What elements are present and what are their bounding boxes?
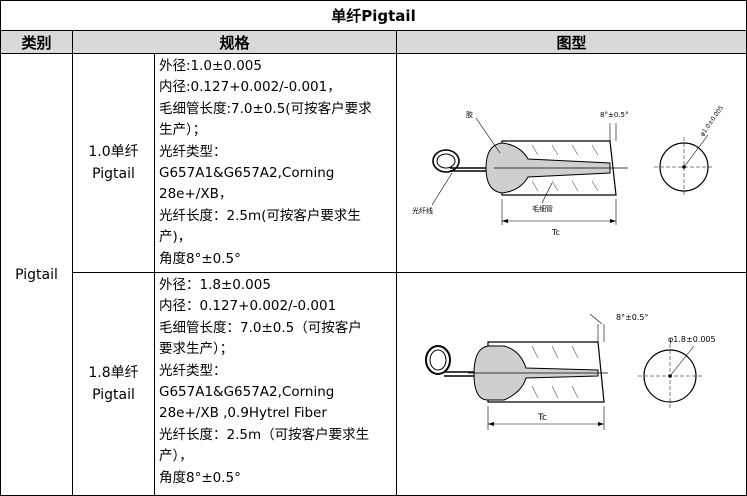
fiber-coil: [431, 149, 460, 173]
spec-line: 光纤类型：: [159, 362, 227, 379]
row2-name-line: Pigtail: [92, 387, 135, 403]
spec-line: G657A1&G657A2,Corning: [159, 165, 335, 182]
fiber-label: 光纤线: [412, 206, 433, 215]
category-cell: Pigtail: [0, 53, 73, 496]
angle-label: 8°±0.5°: [600, 111, 628, 119]
spec-line: 毛细管长度：7.0±0.5（可按客户: [159, 319, 362, 336]
row2-name-line: 1.8单纤: [88, 365, 139, 381]
spec-line: 内径：0.127+0.002/-0.001: [159, 298, 337, 315]
spec-line: 28e+/XB ,0.9Hytrel Fiber: [159, 405, 327, 422]
glue-label: 胶: [466, 110, 473, 119]
row2-name-cell: 1.8单纤 Pigtail: [72, 272, 155, 496]
spec-line: 产)，: [159, 229, 192, 246]
row1-name-line: Pigtail: [92, 166, 135, 182]
header-category: 类别: [0, 30, 73, 54]
angle-label: 8°±0.5°: [616, 313, 649, 322]
pigtail-1-0-drawing: 胶 光纤线 毛细管 8°±0.5° Tc φ1.0±0.005: [412, 104, 725, 237]
capillary-label: 毛细管: [532, 204, 553, 213]
spec-line: 生产）；: [159, 122, 207, 139]
spec-line: 毛细管长度:7.0±0.5(可按客户要求: [159, 100, 372, 117]
length-label: Tc: [537, 413, 547, 423]
table-title: 单纤Pigtail: [0, 0, 747, 31]
row2-figure-cell: 8°±0.5° Tc φ1.8±0.005: [396, 272, 747, 496]
spec-line: 产），: [159, 448, 193, 465]
row1-name-cell: 1.0单纤 Pigtail: [72, 53, 155, 273]
fiber-coil: [424, 345, 451, 375]
row1-spec-cell: 外径:1.0±0.005 内径:0.127+0.002/-0.001， 毛细管长…: [154, 53, 397, 273]
spec-line: 外径:1.0±0.005: [159, 58, 262, 74]
header-spec: 规格: [72, 30, 397, 54]
diameter-label: φ1.0±0.005: [698, 104, 724, 137]
spec-line: 28e+/XB，: [159, 186, 233, 203]
spec-line: 光纤类型：: [159, 143, 227, 160]
row1-name-line: 1.0单纤: [88, 144, 139, 160]
category-label: Pigtail: [15, 266, 58, 283]
pigtail-1-8-drawing: 8°±0.5° Tc φ1.8±0.005: [424, 313, 716, 430]
row1-figure-cell: 胶 光纤线 毛细管 8°±0.5° Tc φ1.0±0.005: [396, 53, 747, 273]
row2-spec-cell: 外径：1.8±0.005 内径：0.127+0.002/-0.001 毛细管长度…: [154, 272, 397, 496]
spec-line: 角度8°±0.5°: [159, 469, 241, 486]
spec-line: 角度8°±0.5°: [159, 250, 241, 267]
spec-line: 外径：1.8±0.005: [159, 277, 271, 293]
spec-line: 光纤长度：2.5m(可按客户要求生: [159, 207, 361, 224]
spec-line: 光纤长度：2.5m（可按客户要求生: [159, 426, 370, 443]
spec-line: 内径:0.127+0.002/-0.001，: [159, 79, 341, 96]
header-figure: 图型: [396, 30, 747, 54]
length-label: Tc: [551, 228, 560, 237]
diameter-label: φ1.8±0.005: [668, 335, 716, 344]
spec-line: G657A1&G657A2,Corning: [159, 384, 335, 401]
spec-line: 要求生产）；: [159, 341, 234, 358]
